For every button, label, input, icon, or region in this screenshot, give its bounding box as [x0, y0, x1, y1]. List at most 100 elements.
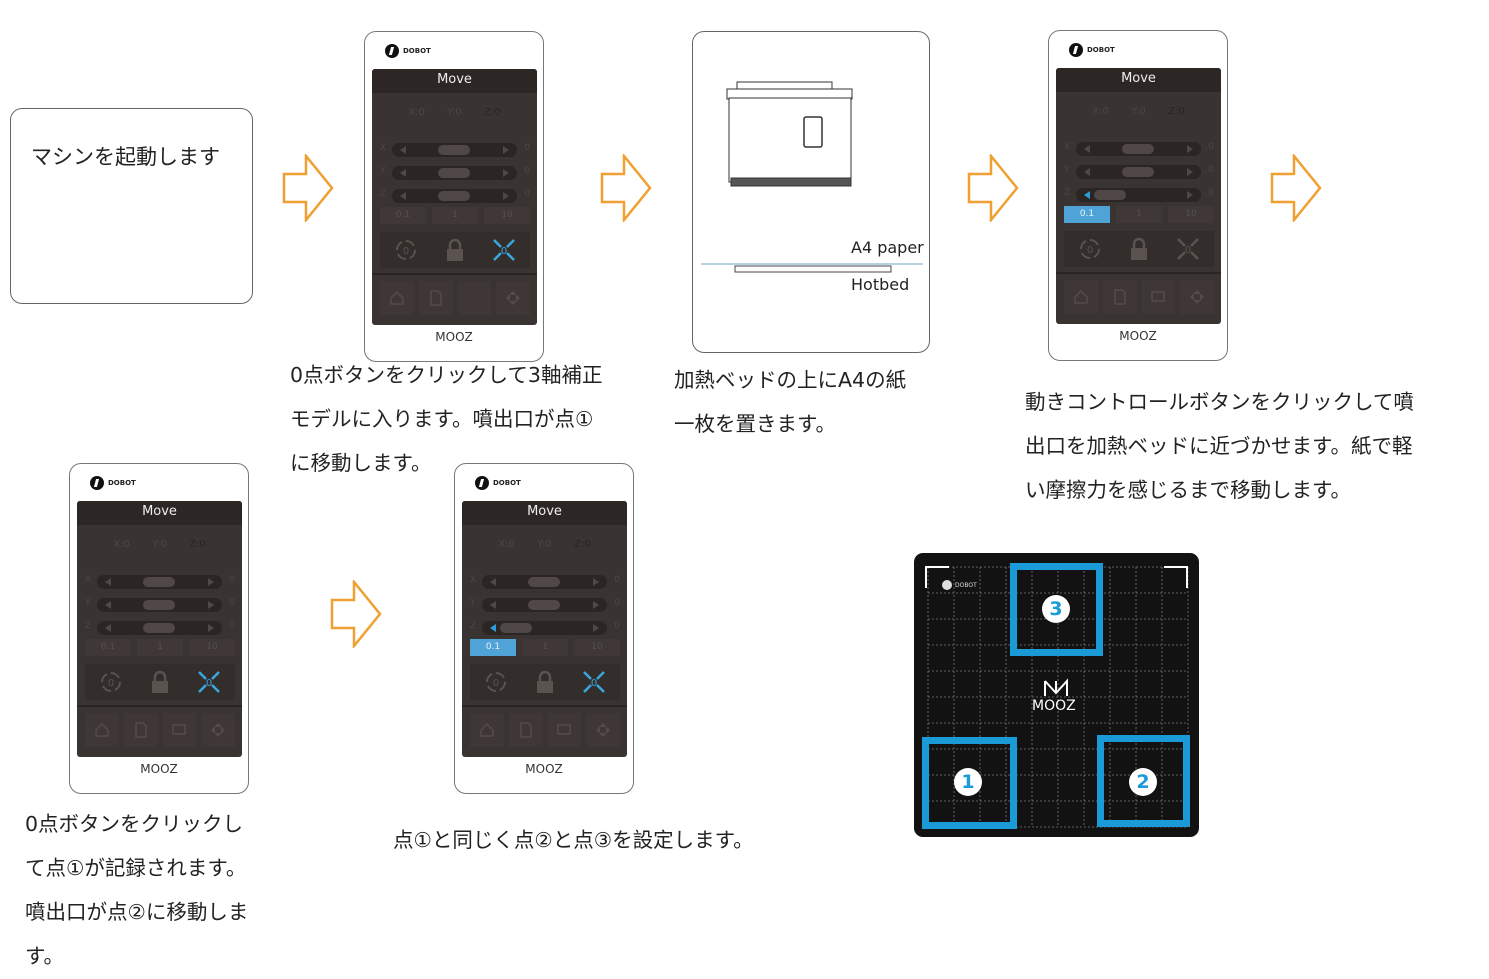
right-arrow-icon[interactable] [503, 192, 509, 200]
slider-knob[interactable] [143, 623, 175, 633]
axis-slider[interactable] [1076, 142, 1201, 156]
axis-slider-row[interactable]: Z 0 [470, 621, 620, 635]
lock-icon[interactable] [445, 238, 465, 262]
file-icon[interactable] [418, 281, 453, 315]
right-arrow-icon[interactable] [593, 601, 599, 609]
print-icon[interactable] [162, 713, 197, 747]
left-arrow-icon[interactable] [400, 146, 406, 154]
left-arrow-icon[interactable] [1084, 191, 1090, 199]
reset-zero-icon[interactable]: 0 [393, 237, 419, 263]
step-0.1-button[interactable]: 0.1 [470, 639, 516, 656]
home-icon[interactable] [85, 713, 119, 747]
left-arrow-icon[interactable] [105, 624, 111, 632]
right-arrow-icon[interactable] [1187, 145, 1193, 153]
step-10-button[interactable]: 10 [189, 639, 235, 656]
print-icon[interactable] [547, 713, 582, 747]
axis-slider[interactable] [1076, 188, 1201, 202]
slider-knob[interactable] [500, 623, 532, 633]
axis-slider-row[interactable]: Y 0 [470, 598, 620, 612]
move-icon[interactable] [586, 713, 620, 747]
left-arrow-icon[interactable] [490, 578, 496, 586]
home-icon[interactable] [380, 281, 414, 315]
right-arrow-icon[interactable] [208, 601, 214, 609]
print-icon[interactable] [1141, 280, 1176, 314]
right-arrow-icon[interactable] [1187, 168, 1193, 176]
axis-slider[interactable] [97, 575, 222, 589]
left-arrow-icon[interactable] [490, 601, 496, 609]
left-arrow-icon[interactable] [400, 169, 406, 177]
axis-slider-row[interactable]: Y 0 [1064, 165, 1214, 179]
left-arrow-icon[interactable] [105, 578, 111, 586]
right-arrow-icon[interactable] [208, 578, 214, 586]
left-arrow-icon[interactable] [400, 192, 406, 200]
left-arrow-icon[interactable] [105, 601, 111, 609]
slider-knob[interactable] [438, 168, 470, 178]
right-arrow-icon[interactable] [503, 169, 509, 177]
axis-slider-row[interactable]: X 0 [1064, 142, 1214, 156]
right-arrow-icon[interactable] [503, 146, 509, 154]
lock-icon[interactable] [535, 670, 555, 694]
axis-slider[interactable] [392, 143, 517, 157]
axis-slider-row[interactable]: Z 0 [1064, 188, 1214, 202]
lock-icon[interactable] [150, 670, 170, 694]
axis-slider-row[interactable]: X 0 [470, 575, 620, 589]
step-10-button[interactable]: 10 [574, 639, 620, 656]
axis-slider[interactable] [392, 189, 517, 203]
axis-slider[interactable] [482, 621, 607, 635]
axis-slider[interactable] [392, 166, 517, 180]
axis-slider-row[interactable]: X 0 [380, 143, 530, 157]
file-icon[interactable] [123, 713, 158, 747]
step-1-button[interactable]: 1 [522, 639, 568, 656]
slider-knob[interactable] [438, 191, 470, 201]
slider-knob[interactable] [1122, 144, 1154, 154]
reset-zero-icon[interactable]: 0 [98, 669, 124, 695]
slider-knob[interactable] [528, 600, 560, 610]
step-0.1-button[interactable]: 0.1 [85, 639, 131, 656]
axis-slider[interactable] [97, 621, 222, 635]
slider-knob[interactable] [1094, 190, 1126, 200]
slider-knob[interactable] [1122, 167, 1154, 177]
axis-slider[interactable] [97, 598, 222, 612]
step-1-button[interactable]: 1 [432, 207, 478, 224]
set-zero-point-icon[interactable]: 0 [1175, 236, 1201, 262]
print-icon[interactable] [457, 281, 492, 315]
home-icon[interactable] [470, 713, 504, 747]
axis-slider-row[interactable]: Y 0 [380, 166, 530, 180]
step-10-button[interactable]: 10 [1168, 206, 1214, 223]
lock-icon[interactable] [1129, 237, 1149, 261]
move-icon[interactable] [201, 713, 235, 747]
slider-knob[interactable] [143, 577, 175, 587]
slider-knob[interactable] [143, 600, 175, 610]
axis-slider[interactable] [1076, 165, 1201, 179]
reset-zero-icon[interactable]: 0 [483, 669, 509, 695]
slider-knob[interactable] [528, 577, 560, 587]
set-zero-point-icon[interactable]: 0 [196, 669, 222, 695]
file-icon[interactable] [1102, 280, 1137, 314]
axis-slider-row[interactable]: Z 0 [85, 621, 235, 635]
left-arrow-icon[interactable] [490, 624, 496, 632]
step-0.1-button[interactable]: 0.1 [1064, 206, 1110, 223]
right-arrow-icon[interactable] [593, 578, 599, 586]
slider-knob[interactable] [438, 145, 470, 155]
axis-slider-row[interactable]: X 0 [85, 575, 235, 589]
left-arrow-icon[interactable] [1084, 145, 1090, 153]
step-10-button[interactable]: 10 [484, 207, 530, 224]
axis-slider-row[interactable]: Y 0 [85, 598, 235, 612]
axis-slider[interactable] [482, 598, 607, 612]
move-icon[interactable] [1180, 280, 1214, 314]
right-arrow-icon[interactable] [593, 624, 599, 632]
axis-slider-row[interactable]: Z 0 [380, 189, 530, 203]
left-arrow-icon[interactable] [1084, 168, 1090, 176]
set-zero-point-icon[interactable]: 0 [491, 237, 517, 263]
set-zero-point-icon[interactable]: 0 [581, 669, 607, 695]
file-icon[interactable] [508, 713, 543, 747]
right-arrow-icon[interactable] [1187, 191, 1193, 199]
axis-slider[interactable] [482, 575, 607, 589]
reset-zero-icon[interactable]: 0 [1077, 236, 1103, 262]
home-icon[interactable] [1064, 280, 1098, 314]
step-1-button[interactable]: 1 [1116, 206, 1162, 223]
move-icon[interactable] [496, 281, 530, 315]
step-1-button[interactable]: 1 [137, 639, 183, 656]
right-arrow-icon[interactable] [208, 624, 214, 632]
step-0.1-button[interactable]: 0.1 [380, 207, 426, 224]
